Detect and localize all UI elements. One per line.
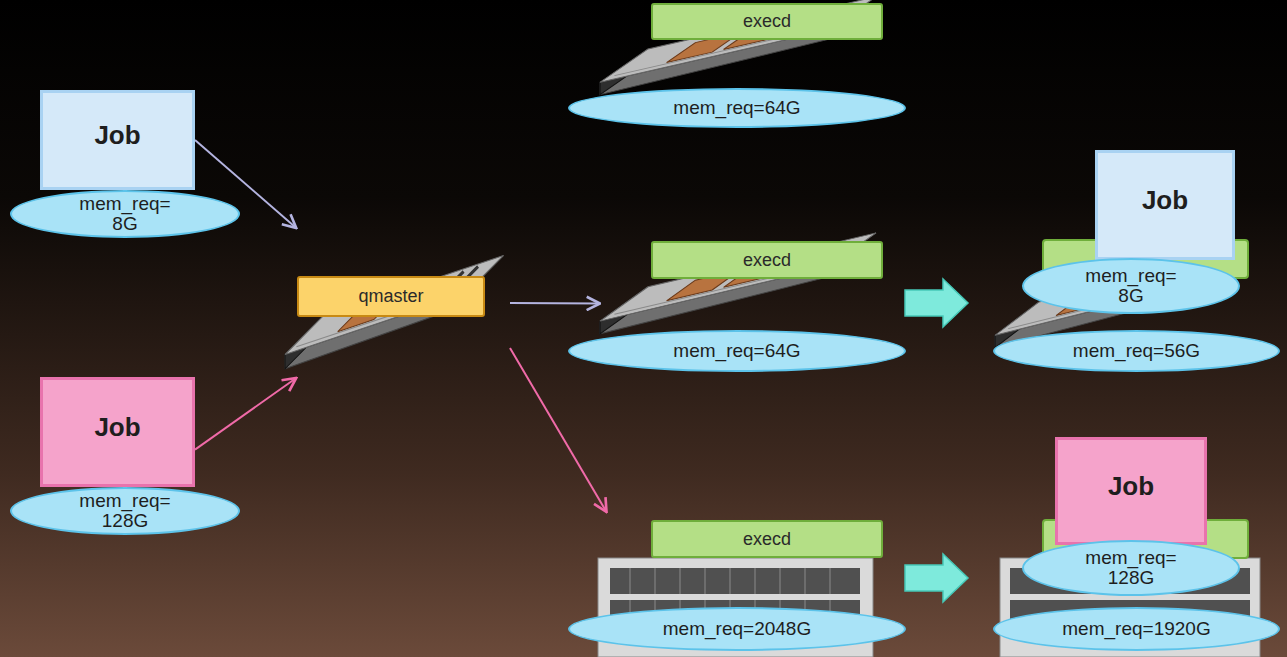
job-dispatch-arrow	[510, 302, 600, 305]
qmaster-server	[285, 256, 504, 369]
memory-request: mem_req= 8G	[1085, 266, 1176, 306]
job-box: Job	[40, 90, 195, 190]
job-box: Job	[1055, 437, 1207, 545]
memory-ellipse: mem_req=64G	[568, 88, 906, 128]
execd-host: execd	[600, 0, 883, 92]
memory-ellipse: mem_req= 8G	[10, 190, 240, 238]
memory-ellipse: mem_req= 8G	[1022, 258, 1240, 314]
memory-ellipse: mem_req=64G	[568, 330, 906, 372]
memory-request: mem_req=1920G	[1062, 619, 1210, 639]
memory-ellipse: mem_req=56G	[993, 330, 1280, 372]
execd-host: execd	[600, 230, 883, 335]
job-label: Job	[94, 413, 140, 442]
job-label: Job	[1142, 186, 1188, 215]
block-arrow	[905, 279, 968, 327]
memory-request: mem_req= 8G	[79, 194, 170, 234]
memory-request: mem_req=2048G	[663, 619, 811, 639]
memory-ellipse: mem_req= 128G	[10, 487, 240, 535]
job-box: Job	[1095, 150, 1235, 260]
job-dispatch-arrow	[510, 348, 607, 512]
memory-ellipse: mem_req= 128G	[1022, 540, 1240, 596]
execd-host: execd	[595, 512, 883, 612]
job-label: Job	[94, 121, 140, 150]
memory-request: mem_req= 128G	[79, 491, 170, 531]
memory-request: mem_req=64G	[673, 341, 800, 361]
memory-request: mem_req= 128G	[1085, 548, 1176, 588]
job-dispatch-arrow	[195, 378, 296, 450]
memory-ellipse: mem_req=2048G	[568, 607, 906, 651]
host-label: qmaster	[297, 276, 485, 317]
memory-request: mem_req=64G	[673, 98, 800, 118]
vent	[610, 568, 860, 594]
host-label: execd	[651, 3, 883, 40]
memory-request: mem_req=56G	[1073, 341, 1200, 361]
qmaster-host: qmaster	[285, 228, 510, 378]
host-label: execd	[651, 520, 883, 558]
host-label: execd	[651, 241, 883, 279]
memory-ellipse: mem_req=1920G	[993, 607, 1280, 651]
job-label: Job	[1108, 472, 1154, 501]
job-box: Job	[40, 377, 195, 487]
block-arrow	[905, 554, 968, 602]
